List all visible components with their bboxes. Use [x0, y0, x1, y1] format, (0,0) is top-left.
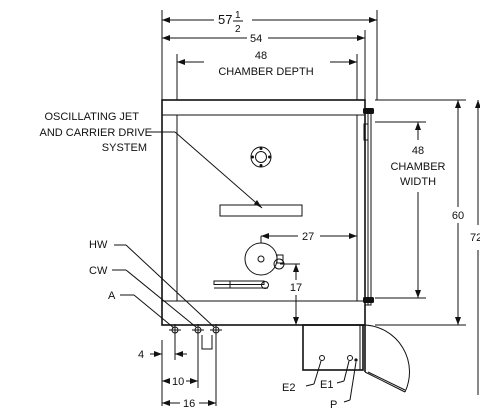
callout-hw-label: HW — [89, 239, 108, 251]
drive-callout-line-2: AND CARRIER DRIVE — [40, 127, 152, 139]
jet-motor-assembly — [213, 236, 285, 289]
chamber-depth-value: 48 — [255, 50, 267, 62]
dimension-pipe-16: 16 — [162, 398, 216, 410]
dimension-outer-width: 54 — [162, 30, 366, 100]
chamber-width-label-1: CHAMBER — [390, 161, 445, 173]
spray-nozzle-fitting — [250, 146, 272, 168]
callout-e2-label: E2 — [282, 382, 295, 394]
pipe-cw-marker — [192, 324, 204, 336]
dimension-jet-height: 17 — [280, 263, 302, 325]
drive-callout-line-3: SYSTEM — [102, 142, 147, 154]
pipe-hw-marker — [210, 324, 222, 340]
dimension-pipe-4: 4 — [138, 349, 187, 361]
overall-width-num: 1 — [235, 10, 241, 21]
dimension-pipe-10: 10 — [162, 376, 198, 388]
chamber-depth-label: CHAMBER DEPTH — [218, 66, 313, 78]
chamber-width-value: 48 — [412, 145, 424, 157]
jet-offset-value: 27 — [302, 231, 314, 243]
pipe-16-value: 16 — [183, 398, 195, 410]
callout-cw: CW — [89, 265, 197, 328]
base-pedestal — [302, 324, 364, 371]
callout-cw-label: CW — [89, 265, 108, 277]
dimension-chamber-depth: 48 CHAMBER DEPTH — [176, 50, 358, 100]
callout-e1: E1 — [320, 355, 353, 391]
height-60-value: 60 — [452, 210, 464, 222]
dimension-height-72: 72 — [470, 100, 480, 395]
cabinet-outline — [161, 99, 366, 326]
overall-width-den: 2 — [235, 24, 241, 35]
jet-height-value: 17 — [290, 282, 302, 294]
callout-p-label: P — [330, 399, 337, 410]
callout-e2: E2 — [282, 355, 325, 394]
dimension-height-60: 60 — [375, 99, 466, 326]
callout-e1-label: E1 — [320, 379, 333, 391]
pipe-10-value: 10 — [172, 376, 184, 388]
callout-hw: HW — [89, 239, 215, 328]
chamber-width-label-2: WIDTH — [400, 176, 436, 188]
drain-fitting — [201, 335, 213, 350]
dimension-overall-width: 57 1 2 — [161, 10, 378, 100]
callout-p: P — [330, 358, 358, 410]
callout-a: A — [108, 290, 175, 329]
overall-width-whole: 57 — [218, 12, 232, 27]
drive-callout: OSCILLATING JET AND CARRIER DRIVE SYSTEM — [40, 111, 263, 209]
drive-callout-line-1: OSCILLATING JET — [44, 111, 139, 123]
outer-width-value: 54 — [250, 33, 262, 45]
drive-slot — [219, 204, 303, 217]
height-72-value: 72 — [470, 232, 480, 244]
door-hinge-rail — [363, 108, 374, 306]
pipe-4-value: 4 — [138, 349, 144, 361]
door-swing — [364, 324, 410, 393]
pipe-a-marker — [169, 324, 181, 336]
dimension-chamber-width: 48 CHAMBER WIDTH — [375, 121, 446, 299]
dimension-jet-offset: 27 — [261, 231, 357, 243]
callout-a-label: A — [108, 290, 116, 302]
